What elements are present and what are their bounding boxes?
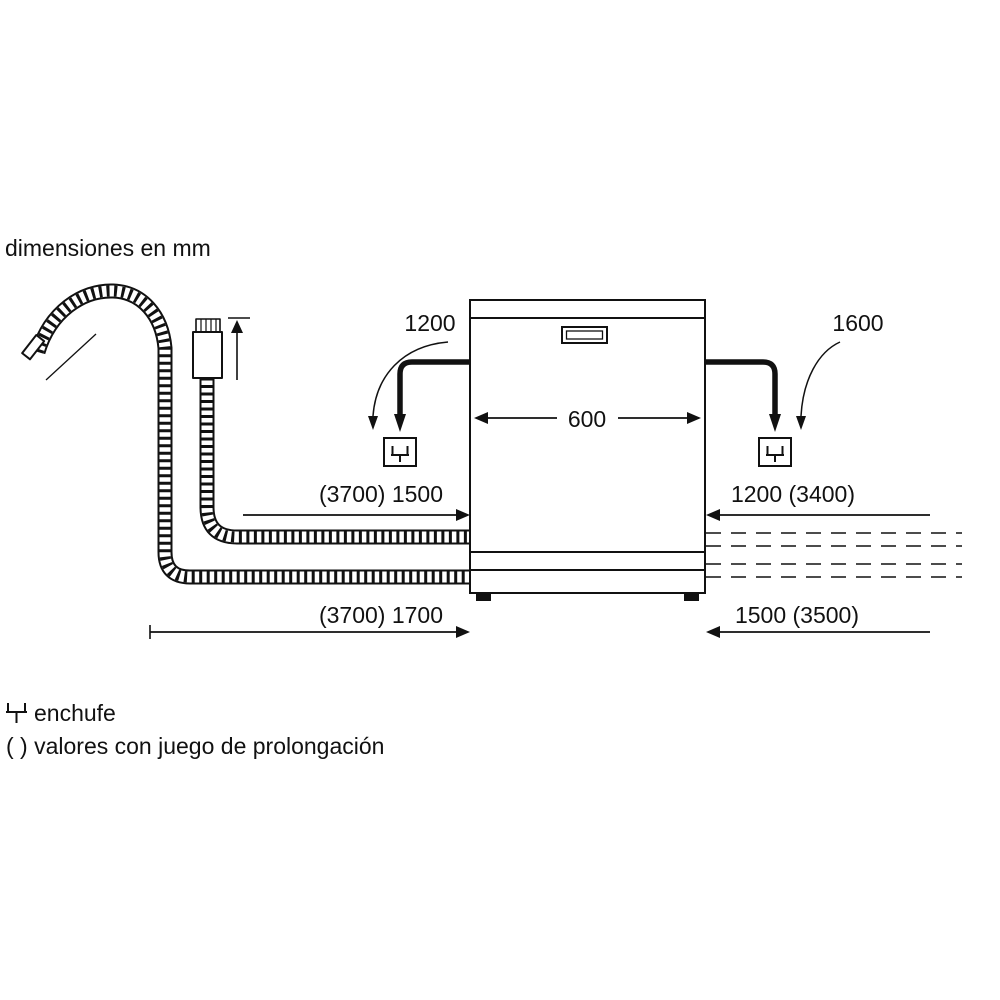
width-dim-arrowhead-right-icon	[687, 412, 701, 424]
socket-left	[383, 437, 417, 467]
hose-dimension-bottom-right: 1500 (3500)	[706, 602, 930, 638]
width-dimension: 600	[474, 406, 701, 432]
foot-right-icon	[684, 592, 699, 601]
width-dim-arrowhead-left-icon	[474, 412, 488, 424]
cable-left-dim-arrowhead-icon	[368, 416, 378, 430]
socket-right	[758, 437, 792, 467]
hose-bottom-left-label: (3700) 1700	[319, 602, 443, 628]
tap-reference-arrowhead-up-icon	[231, 320, 243, 333]
legend: enchufe ( ) valores con juego de prolong…	[6, 700, 384, 759]
drain-hose-corrugation	[32, 285, 469, 583]
dishwasher-body	[469, 299, 706, 594]
foot-left-icon	[476, 592, 491, 601]
cable-right-dim-arrowhead-icon	[796, 416, 806, 430]
display-window-inner	[565, 330, 604, 340]
hose-top-left-label: (3700) 1500	[319, 481, 443, 507]
cord-right-arrowhead-icon	[769, 414, 781, 432]
cable-right-dim-arc	[800, 341, 841, 417]
cord-left-arrowhead-icon	[394, 414, 406, 432]
hose-bottom-right-label: 1500 (3500)	[735, 602, 859, 628]
legend-note: ( ) valores con juego de prolongación	[6, 733, 384, 759]
hose-dimension-top-left: (3700) 1500	[243, 481, 470, 521]
hose-top-left-arrowhead-icon	[456, 509, 470, 521]
plug-left-icon	[391, 446, 409, 462]
cable-left-dim-arc	[372, 341, 449, 417]
hose-dimension-top-right: 1200 (3400)	[706, 481, 930, 521]
inlet-hose	[192, 318, 469, 545]
hose-top-right-label: 1200 (3400)	[731, 481, 855, 507]
inlet-hose-inner	[201, 370, 469, 543]
width-dim-label: 600	[568, 406, 606, 432]
display-window	[561, 326, 608, 344]
aquastop-box	[192, 331, 223, 379]
legend-plug-icon	[6, 703, 27, 723]
cord-right-path	[705, 359, 778, 416]
diagram-title: dimensiones en mm	[5, 235, 211, 261]
inlet-hose-outline	[199, 370, 469, 545]
hose-bottom-left-arrowhead-icon	[456, 626, 470, 638]
drain-hose-leader-line	[45, 333, 97, 381]
socket-right-box	[758, 437, 792, 467]
cable-right-dim-label: 1600	[832, 310, 883, 336]
power-cord-left: 1200	[368, 310, 470, 467]
cord-left-path	[397, 359, 470, 416]
cable-left-dim-label: 1200	[404, 310, 455, 336]
drain-hose-end-cap	[21, 334, 46, 361]
tap-height-reference	[228, 317, 250, 380]
hose-bottom-right-arrowhead-icon	[706, 626, 720, 638]
hose-top-right-arrowhead-icon	[706, 509, 720, 521]
inlet-hose-corrugation	[201, 370, 469, 543]
hose-dimension-bottom-left: (3700) 1700	[149, 602, 470, 639]
drain-hose	[21, 283, 469, 585]
dishwasher-front-view	[469, 299, 706, 601]
hose-extension-dashed-lines	[706, 532, 962, 578]
plug-right-icon	[766, 446, 784, 462]
power-cord-right: 1600	[705, 310, 884, 467]
legend-plug-label: enchufe	[34, 700, 116, 726]
